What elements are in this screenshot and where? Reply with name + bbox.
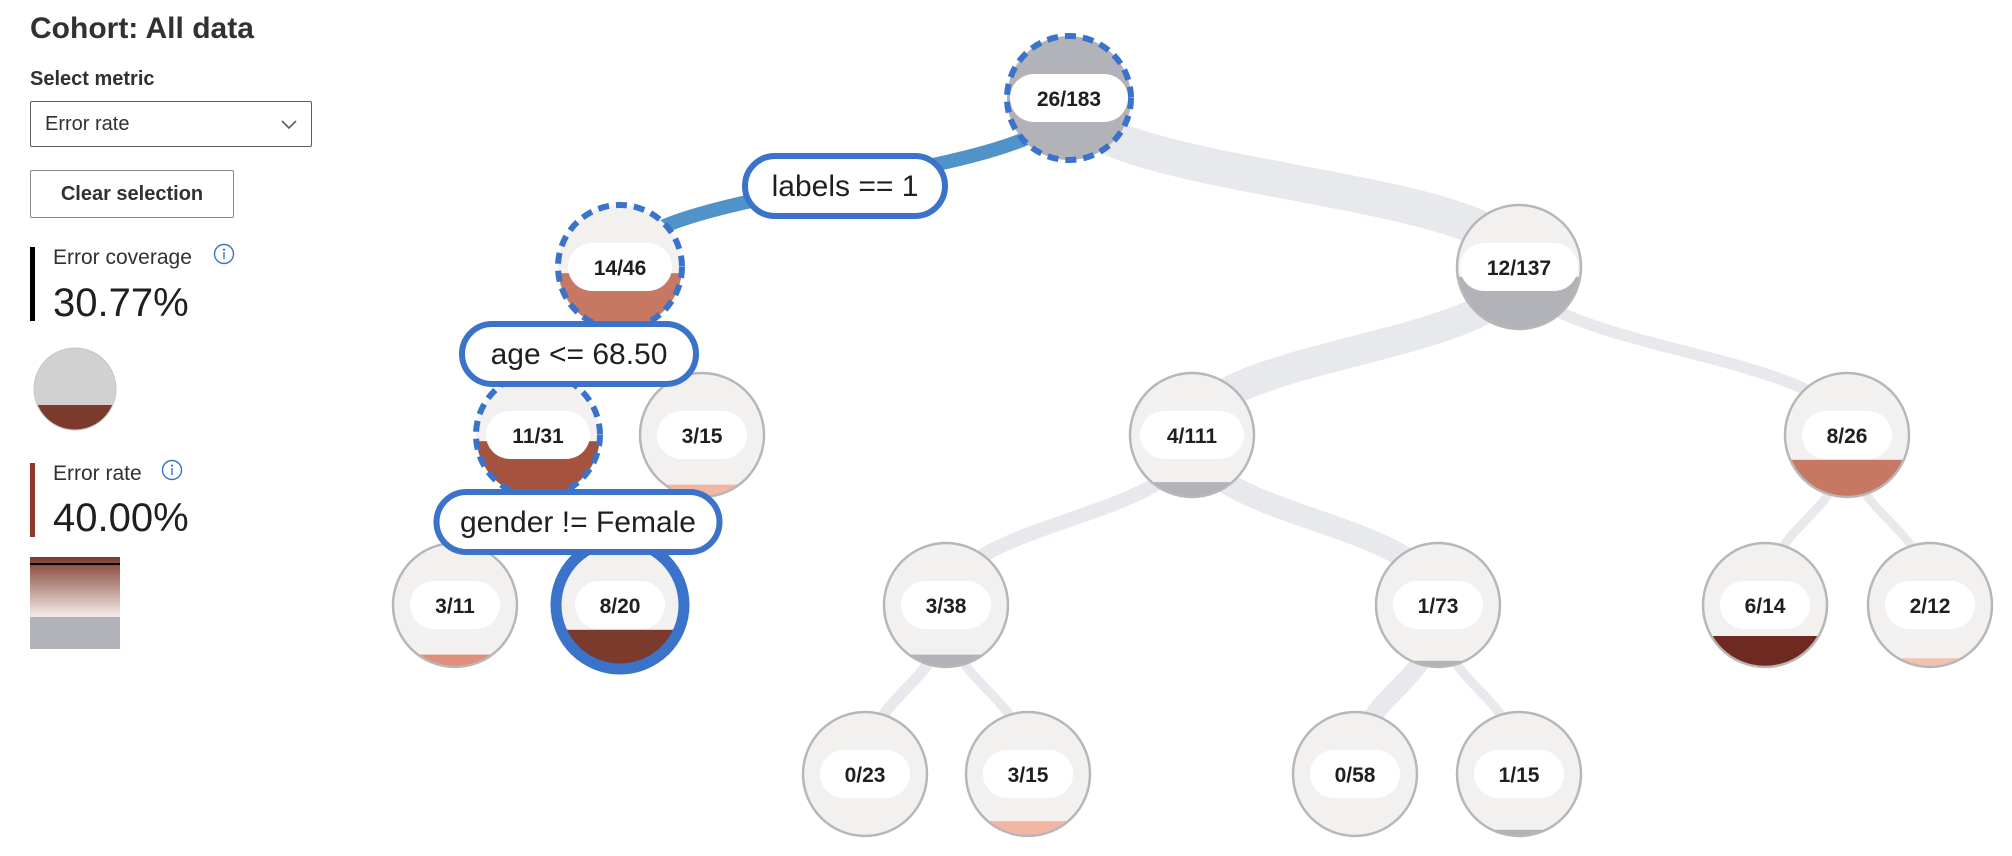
node-label: 0/23 [845,764,886,787]
node-label: 2/12 [1910,595,1951,618]
node-label-pill [1310,750,1400,798]
node-label-pill [1010,74,1128,122]
tree-node[interactable]: 3/15 [964,710,1092,838]
split-condition: labels == 1 [742,153,948,219]
clear-selection-button[interactable]: Clear selection [30,170,234,218]
error-coverage-label: Error coverage [53,246,192,269]
error-coverage-value: 30.77% [53,281,189,325]
tree-node[interactable]: 26/183 [1004,33,1134,163]
node-label: 14/46 [594,257,647,280]
error-coverage-legend-icon [33,347,117,431]
metric-dropdown[interactable]: Error rate [30,101,312,147]
node-label: 1/73 [1418,595,1459,618]
node-label-pill [1393,581,1483,629]
info-icon[interactable] [161,459,183,481]
tree-node[interactable]: 3/15 [638,371,766,499]
node-label: 11/31 [512,425,564,448]
node-label: 0/58 [1335,764,1376,787]
tree-conditions: labels == 1 age <= 68.50 gender != Female [433,153,948,555]
error-rate-bar [30,463,35,537]
node-label: 3/15 [682,425,723,448]
split-condition-label: labels == 1 [772,170,919,203]
node-label-pill [820,750,910,798]
node-label-pill [486,411,590,459]
node-label: 8/20 [600,595,641,618]
tree-node[interactable]: 11/31 [473,370,603,500]
node-label-pill [1720,581,1810,629]
node-label: 26/183 [1037,88,1101,111]
node-label-pill [1140,411,1244,459]
error-rate-label: Error rate [53,462,142,485]
node-label: 1/15 [1499,764,1540,787]
node-label: 8/26 [1827,425,1868,448]
error-rate-value: 40.00% [53,496,189,540]
tree-node[interactable]: 3/11 [391,541,519,669]
tree-node[interactable]: 14/46 [555,202,685,332]
error-coverage-bar [30,247,35,321]
tree-edge [1050,79,1538,286]
node-label-pill [410,581,500,629]
node-label: 6/14 [1745,595,1786,618]
tree-node[interactable]: 6/14 [1701,541,1829,669]
node-label-pill [568,243,672,291]
tree-node[interactable]: 4/111 [1128,371,1256,499]
node-label-pill [1885,581,1975,629]
metric-panel: Cohort: All data Select metric Error rat… [0,0,360,856]
node-label-pill [901,581,991,629]
node-label: 3/11 [435,595,475,618]
node-label-pill [657,411,747,459]
node-label-pill [983,750,1073,798]
tree-node[interactable]: 0/23 [801,710,929,838]
tree-node[interactable]: 1/73 [1374,541,1502,669]
tree-node[interactable]: 8/20 [550,535,690,675]
tree-node[interactable]: 3/38 [882,541,1010,669]
error-rate-legend-icon [30,557,120,649]
split-condition: age <= 68.50 [459,321,699,387]
node-label-pill [575,581,665,629]
split-condition-label: gender != Female [460,506,696,539]
node-label: 12/137 [1487,257,1551,280]
node-label: 3/38 [926,595,967,618]
cohort-title: Cohort: All data [30,12,254,45]
split-condition: gender != Female [433,489,723,555]
tree-node[interactable]: 8/26 [1783,371,1911,499]
node-label: 3/15 [1008,764,1049,787]
tree-node[interactable]: 0/58 [1291,710,1419,838]
node-label-pill [1474,750,1564,798]
tree-node[interactable]: 1/15 [1455,710,1583,838]
tree-node[interactable]: 2/12 [1866,541,1994,669]
tree-node[interactable]: 12/137 [1455,203,1583,331]
chevron-down-icon [281,120,297,130]
split-condition-label: age <= 68.50 [491,338,668,371]
metric-dropdown-value: Error rate [45,113,130,135]
node-label-pill [1460,243,1578,291]
node-label-pill [1802,411,1892,459]
node-label: 4/111 [1167,425,1218,448]
select-metric-label: Select metric [30,68,155,90]
info-icon[interactable] [213,243,235,265]
